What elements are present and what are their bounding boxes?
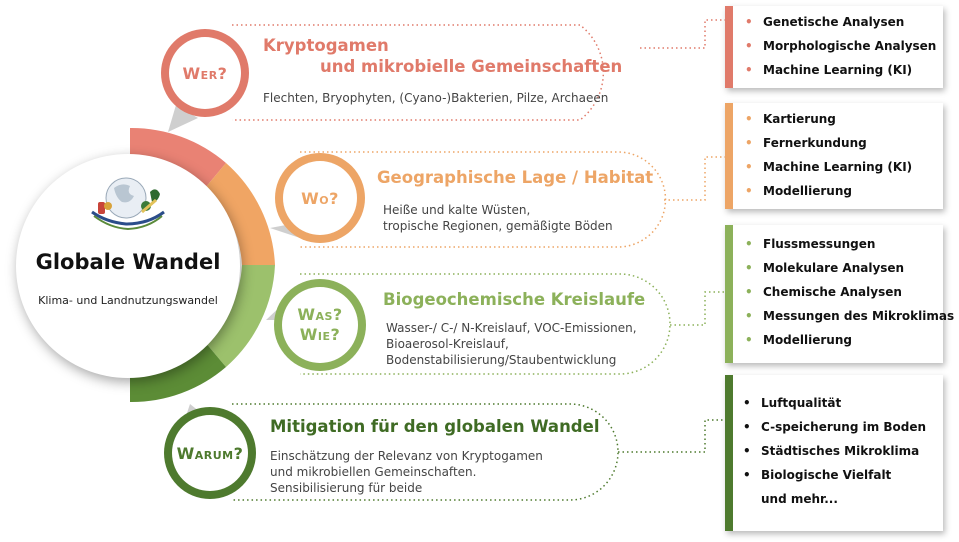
list-item: •Flussmessungen: [745, 237, 876, 251]
list-item: •C-speicherung im Boden: [743, 420, 927, 434]
wie-label: Wie?: [299, 325, 341, 344]
wo-link: [664, 156, 725, 201]
was-box-accent: [725, 225, 733, 363]
list-item: •Messungen des Mikroklimas: [745, 309, 955, 323]
wo-methods-list: •Kartierung •Fernerkundung •Machine Lear…: [733, 112, 943, 208]
wer-link: [640, 19, 725, 49]
list-item: •Biologische Vielfalt: [743, 468, 892, 482]
was-methods-box: •Flussmessungen •Molekulare Analysen •Ch…: [725, 225, 955, 363]
list-item: •Molekulare Analysen: [745, 261, 905, 275]
wo-box-accent: [725, 103, 733, 209]
warum-bracket: [232, 403, 619, 501]
list-item: •Modellierung: [745, 184, 852, 198]
list-item: •Chemische Analysen: [745, 285, 902, 299]
was-link: [670, 291, 725, 326]
list-item: •Modellierung: [745, 333, 852, 347]
list-item: •Fernerkundung: [745, 136, 867, 150]
list-item: •Kartierung: [745, 112, 836, 126]
warum-title: Mitigation für den globalen Wandel: [270, 417, 600, 436]
wo-description: Heiße und kalte Wüsten, tropische Region…: [383, 203, 613, 233]
wo-title: Geographische Lage / Habitat: [377, 168, 654, 187]
was-methods-list: •Flussmessungen •Molekulare Analysen •Ch…: [733, 237, 955, 357]
was-wie-label: Was? Wie?: [280, 305, 360, 345]
wer-title-line2: und mikrobielle Gemeinschaften: [320, 57, 623, 76]
wo-label: Wo?: [301, 189, 339, 208]
center-disc: [16, 154, 240, 378]
functional-diversity-ecology-logo: [91, 177, 165, 231]
wer-methods-list: •Genetische Analysen •Morphologische Ana…: [733, 15, 943, 87]
warum-benefits-box: •Luftqualität •C-speicherung im Boden •S…: [725, 375, 943, 531]
wer-description: Flechten, Bryophyten, (Cyano-)Bakterien,…: [263, 91, 609, 105]
list-item: •Genetische Analysen: [745, 15, 905, 29]
warum-box-accent: [725, 375, 733, 531]
was-description: Wasser-/ C-/ N-Kreislauf, VOC-Emissionen…: [386, 321, 637, 367]
was-bubble: [266, 279, 366, 371]
list-item: •Machine Learning (KI): [745, 160, 913, 174]
was-bracket: [300, 273, 671, 375]
wo-methods-box: •Kartierung •Fernerkundung •Machine Lear…: [725, 103, 943, 209]
was-title: Biogeochemische Kreislaufe: [383, 290, 646, 309]
warum-benefits-list: •Luftqualität •C-speicherung im Boden •S…: [733, 396, 943, 516]
warum-label: Warum?: [176, 444, 244, 463]
wo-bubble: [270, 153, 365, 243]
wer-box-accent: [725, 6, 733, 88]
wer-bubble: [161, 29, 249, 132]
list-item: •Machine Learning (KI): [745, 63, 913, 77]
warum-description: Einschätzung der Relevanz von Kryptogame…: [270, 449, 543, 495]
center-title: Globale Wandel: [35, 250, 221, 274]
list-item: •Städtisches Mikroklima: [743, 444, 920, 458]
warum-bubble: [164, 404, 256, 499]
warum-link: [618, 419, 725, 453]
wer-label: Wer?: [182, 64, 228, 83]
center-ring: [130, 127, 275, 403]
wer-methods-box: •Genetische Analysen •Morphologische Ana…: [725, 6, 943, 88]
list-item: •Morphologische Analysen: [745, 39, 937, 53]
list-item: und mehr...: [761, 492, 838, 506]
wer-title-line1: Kryptogamen: [263, 36, 389, 55]
center-subtitle: Klima- und Landnutzungswandel: [38, 294, 218, 307]
list-item: •Luftqualität: [743, 396, 842, 410]
was-label: Was?: [297, 305, 343, 324]
